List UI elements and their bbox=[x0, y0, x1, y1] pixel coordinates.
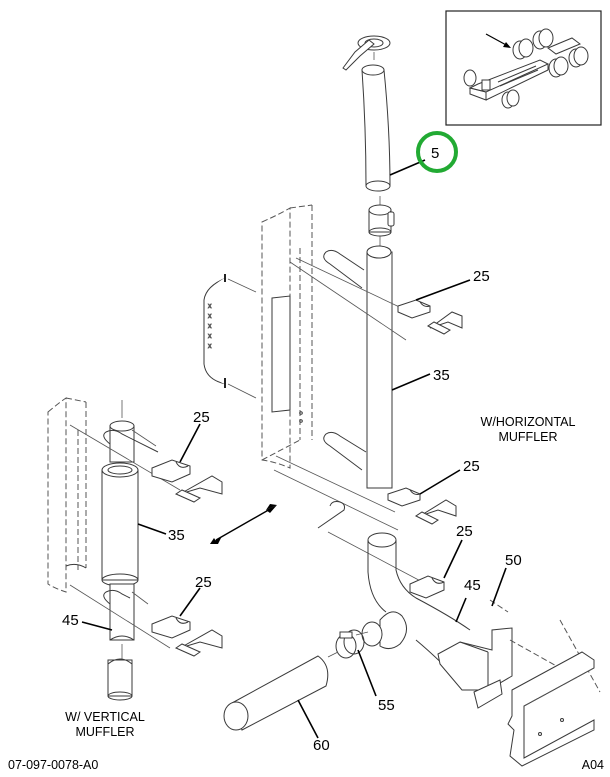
callout-25-lower-h[interactable]: 25 bbox=[463, 458, 480, 475]
drawing-number: 07-097-0078-A0 bbox=[8, 758, 98, 772]
callout-35-horizontal[interactable]: 35 bbox=[433, 367, 450, 384]
note-vertical-line1: W/ VERTICAL bbox=[65, 710, 145, 724]
leader-lines bbox=[81, 159, 507, 739]
locator-arrow-icon bbox=[485, 33, 509, 47]
note-vertical-line2: MUFFLER bbox=[75, 725, 134, 739]
tail-pipe-part bbox=[342, 35, 395, 250]
bracket-part bbox=[437, 599, 601, 767]
callout-45-vertical[interactable]: 45 bbox=[62, 612, 79, 629]
callout-50[interactable]: 50 bbox=[505, 552, 522, 569]
revision-code: A04 bbox=[582, 758, 604, 772]
pipe-part bbox=[223, 655, 329, 731]
svg-text:x: x bbox=[208, 333, 212, 340]
callout-60[interactable]: 60 bbox=[313, 737, 330, 754]
callout-25-upper-h[interactable]: 25 bbox=[473, 268, 490, 285]
clamp-assembly-upper-h bbox=[289, 249, 463, 341]
callout-25-lower-v[interactable]: 25 bbox=[195, 574, 212, 591]
svg-text:x: x bbox=[208, 343, 212, 350]
svg-text:x: x bbox=[208, 313, 212, 320]
svg-text:x: x bbox=[208, 323, 212, 330]
callout-25-elbow[interactable]: 25 bbox=[456, 523, 473, 540]
note-horizontal-line2: MUFFLER bbox=[498, 430, 557, 444]
band-clamp-part bbox=[327, 629, 369, 659]
heat-shield-horizontal bbox=[261, 204, 313, 469]
clamp-assembly-lower-h bbox=[273, 431, 457, 531]
grab-handle-part: x x x x x bbox=[203, 274, 257, 399]
callout-5[interactable]: 5 bbox=[431, 145, 439, 162]
elbow-pipe-part bbox=[317, 501, 471, 691]
note-horizontal-line1: W/HORIZONTAL bbox=[481, 415, 576, 429]
heat-shield-vertical bbox=[47, 397, 87, 593]
callout-55[interactable]: 55 bbox=[378, 697, 395, 714]
svg-text:x: x bbox=[208, 303, 212, 310]
highlight-ring bbox=[416, 131, 458, 173]
swap-config-arrow-icon bbox=[210, 504, 277, 544]
callout-25-upper-v[interactable]: 25 bbox=[193, 409, 210, 426]
clamp-assembly-upper-v bbox=[69, 424, 223, 503]
clamp-assembly-lower-v bbox=[69, 584, 223, 657]
callout-45-elbow[interactable]: 45 bbox=[464, 577, 481, 594]
locator-inset bbox=[445, 10, 602, 126]
muffler-vertical-part bbox=[101, 400, 139, 701]
callout-35-vertical[interactable]: 35 bbox=[168, 527, 185, 544]
truck-chassis-icon bbox=[463, 28, 589, 109]
pipe-horizontal-part bbox=[366, 245, 393, 489]
